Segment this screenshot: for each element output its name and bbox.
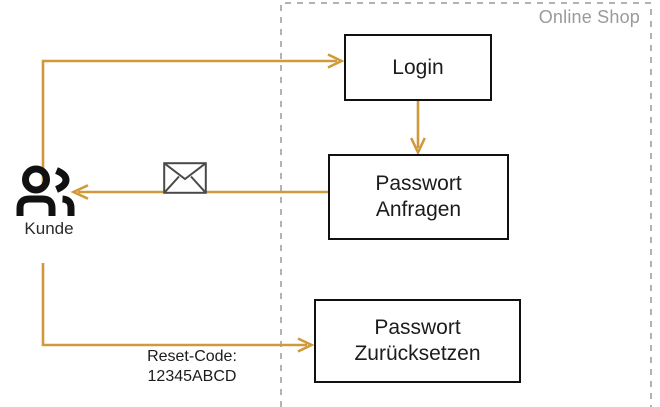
users-icon	[16, 165, 75, 216]
node-passwort-anfragen[interactable]: Passwort Anfragen	[328, 154, 509, 240]
node-login[interactable]: Login	[344, 34, 492, 101]
node-passwort-zuruecksetzen[interactable]: Passwort Zurücksetzen	[314, 299, 521, 383]
node-passwort-zuruecksetzen-label: Passwort Zurücksetzen	[354, 316, 481, 365]
envelope-icon	[163, 162, 207, 194]
node-passwort-anfragen-label: Passwort Anfragen	[375, 172, 462, 221]
edge-login-to-request	[410, 101, 426, 156]
node-login-label: Login	[392, 55, 444, 79]
boundary-dashed-outline	[280, 2, 652, 407]
actor-kunde[interactable]: Kunde	[12, 163, 86, 253]
boundary-title: Online Shop	[538, 7, 640, 27]
edge-label-reset-code: Reset-Code: 12345ABCD	[147, 348, 237, 385]
edge-kunde-to-login	[41, 53, 345, 186]
actor-label: Kunde	[24, 219, 74, 238]
envelope-icon-wrapper	[163, 162, 207, 194]
edge-kunde-to-reset	[41, 263, 315, 353]
